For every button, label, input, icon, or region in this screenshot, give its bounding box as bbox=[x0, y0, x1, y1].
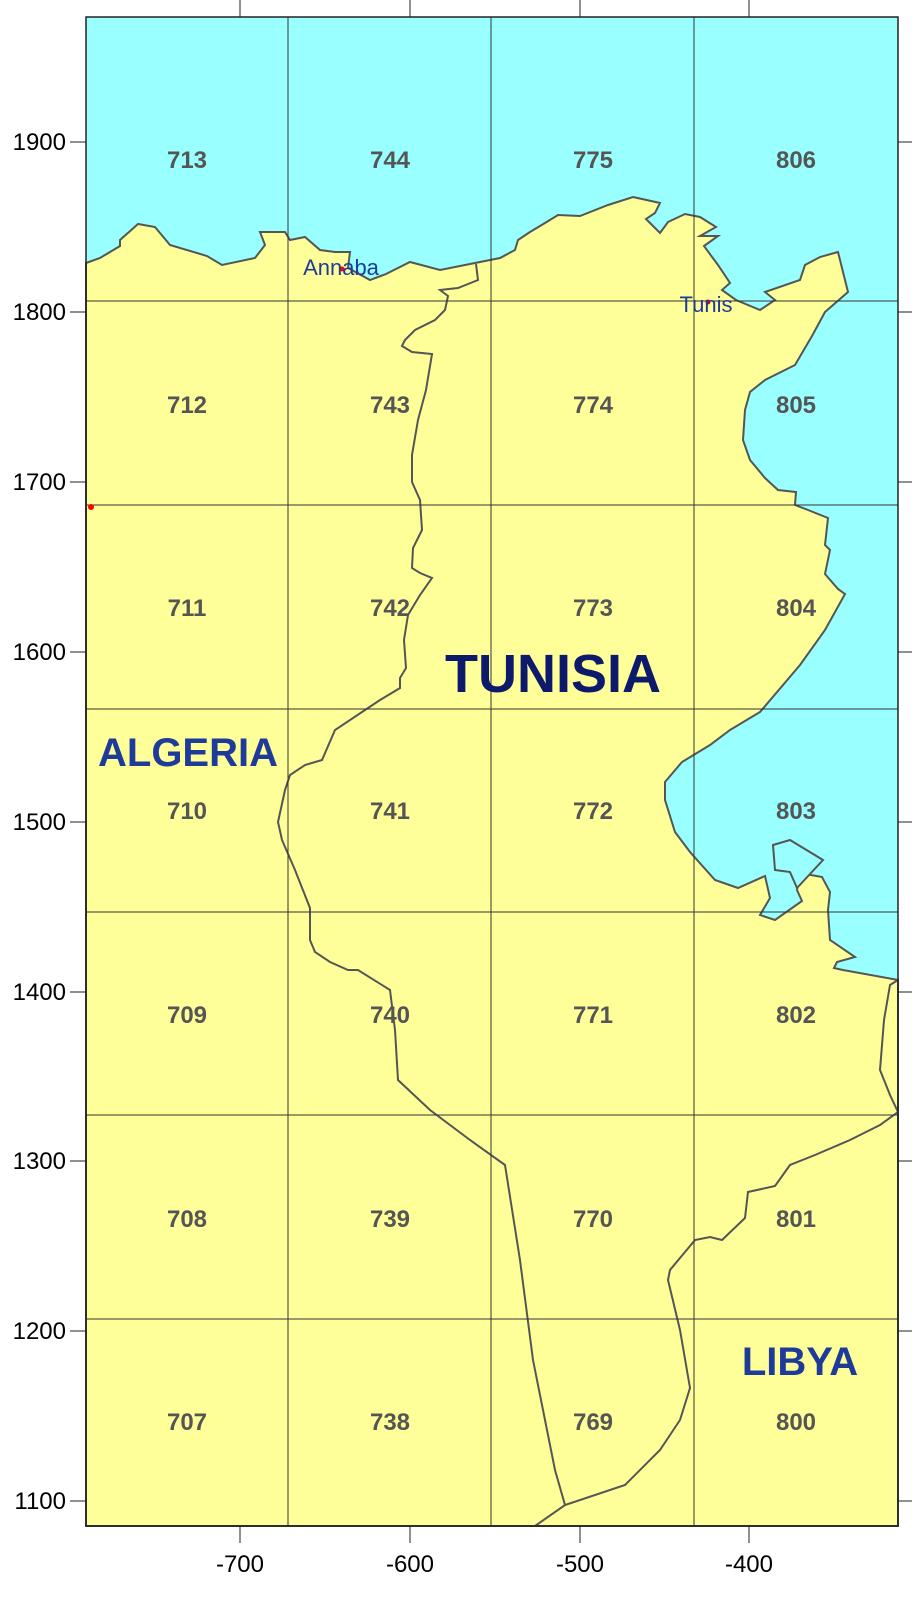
grid-cell-labels: 713 744 775 806 712 743 774 805 711 742 … bbox=[167, 147, 817, 1436]
country-label-libya: LIBYA bbox=[742, 1340, 858, 1384]
tunis-marker bbox=[705, 299, 711, 305]
grid-cell-label: 742 bbox=[370, 595, 410, 622]
y-tick-label: 1300 bbox=[13, 1148, 66, 1175]
grid-cell-label: 803 bbox=[776, 798, 816, 825]
grid-cell-label: 772 bbox=[573, 798, 613, 825]
grid-cell-label: 709 bbox=[167, 1002, 207, 1029]
grid-cell-label: 741 bbox=[370, 798, 410, 825]
grid-cell-label: 806 bbox=[776, 147, 816, 174]
grid-cell-label: 771 bbox=[573, 1002, 613, 1029]
y-tick-label: 1700 bbox=[13, 469, 66, 496]
border-tunisia-libya bbox=[534, 1111, 899, 1527]
y-tick-label: 1900 bbox=[13, 129, 66, 156]
grid-cell-label: 707 bbox=[167, 1409, 207, 1436]
x-tick-label: -700 bbox=[216, 1551, 264, 1578]
grid-cell-label: 740 bbox=[370, 1002, 410, 1029]
map-frame bbox=[85, 16, 899, 1527]
grid-cell-label: 710 bbox=[167, 798, 207, 825]
grid-cell-label: 802 bbox=[776, 1002, 816, 1029]
y-tick-label: 1400 bbox=[13, 979, 66, 1006]
y-tick-label: 1200 bbox=[13, 1318, 66, 1345]
annaba-marker bbox=[339, 266, 345, 272]
tick-marks bbox=[70, 0, 912, 1543]
location-marker bbox=[88, 504, 94, 510]
grid-cell-label: 773 bbox=[573, 595, 613, 622]
grid-cell-label: 775 bbox=[573, 147, 613, 174]
grid-cell-label: 743 bbox=[370, 392, 410, 419]
y-axis-labels: 1900 1800 1700 1600 1500 1400 1300 1200 … bbox=[13, 129, 66, 1515]
country-label-tunisia: TUNISIA bbox=[445, 644, 661, 704]
y-tick-label: 1500 bbox=[13, 809, 66, 836]
city-label-annaba: Annaba bbox=[303, 255, 380, 280]
grid-cell-label: 711 bbox=[168, 595, 207, 622]
y-tick-label: 1100 bbox=[14, 1488, 66, 1515]
border-algeria-tunisia bbox=[276, 263, 566, 1506]
grid-cell-label: 713 bbox=[167, 147, 207, 174]
border-libya-east bbox=[878, 979, 899, 1113]
city-label-tunis: Tunis bbox=[680, 292, 733, 317]
grid-cell-label: 708 bbox=[167, 1206, 207, 1233]
x-tick-label: -400 bbox=[725, 1551, 773, 1578]
grid-cell-label: 801 bbox=[776, 1206, 816, 1233]
grid-cell-label: 804 bbox=[776, 595, 817, 622]
x-axis-labels: -700 -600 -500 -400 bbox=[216, 1551, 773, 1578]
grid-lines bbox=[86, 17, 898, 1526]
country-label-algeria: ALGERIA bbox=[98, 731, 278, 775]
island-kerkennah bbox=[771, 838, 825, 890]
grid-cell-label: 744 bbox=[370, 147, 411, 174]
land-area bbox=[85, 195, 899, 1527]
x-tick-label: -500 bbox=[556, 1551, 604, 1578]
grid-cell-label: 800 bbox=[776, 1409, 816, 1436]
y-tick-label: 1800 bbox=[13, 299, 66, 326]
grid-cell-label: 739 bbox=[370, 1206, 410, 1233]
y-tick-label: 1600 bbox=[13, 639, 66, 666]
grid-cell-label: 805 bbox=[776, 392, 816, 419]
grid-cell-label: 769 bbox=[573, 1409, 613, 1436]
grid-cell-label: 770 bbox=[573, 1206, 613, 1233]
x-tick-label: -600 bbox=[386, 1551, 434, 1578]
grid-cell-label: 712 bbox=[167, 392, 207, 419]
grid-cell-label: 738 bbox=[370, 1409, 410, 1436]
grid-cell-label: 774 bbox=[573, 392, 614, 419]
